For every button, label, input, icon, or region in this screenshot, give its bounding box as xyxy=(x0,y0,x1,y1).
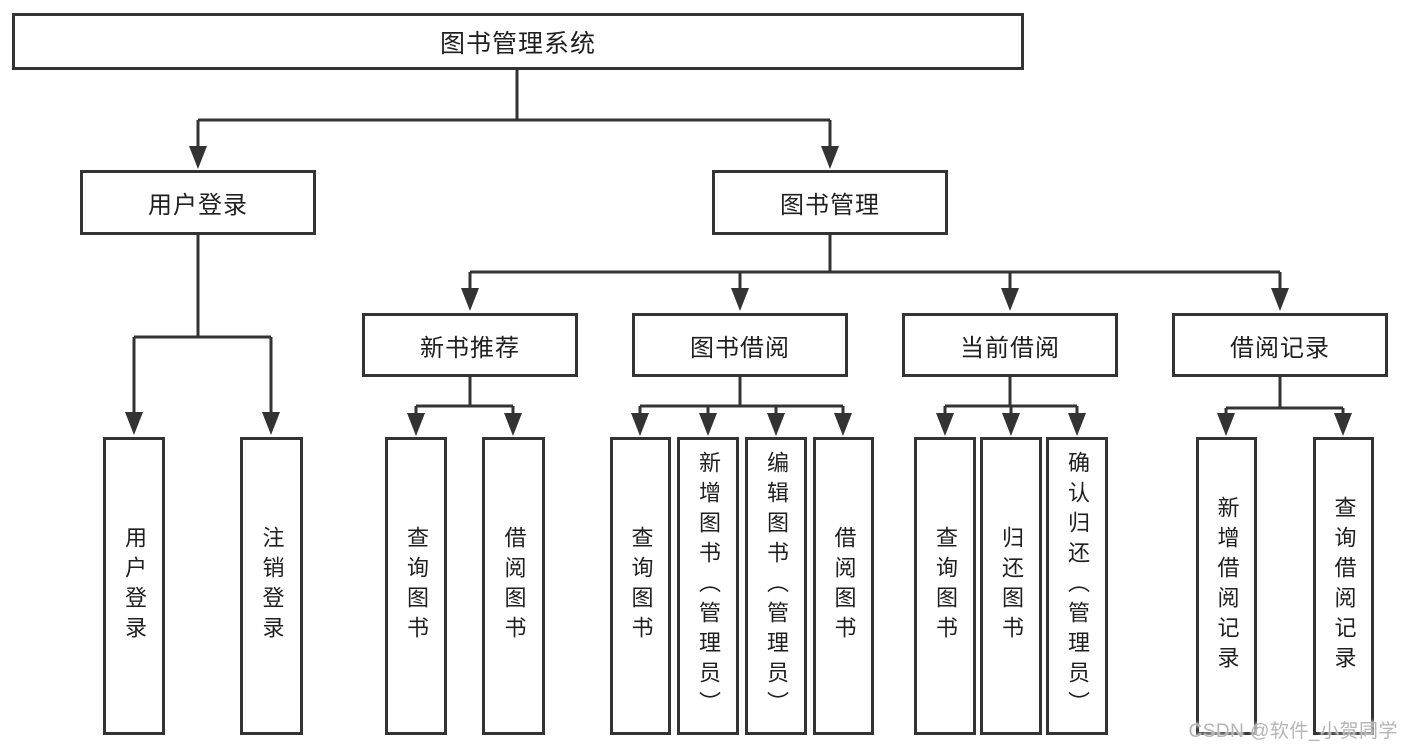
leaf-current-return-books: 归还图书 xyxy=(980,437,1042,735)
leaf-recommend-borrow-books: 借阅图书 xyxy=(482,437,545,735)
leaf-user-login-label: 用户登录 xyxy=(122,526,147,646)
node-borrowing-records: 借阅记录 xyxy=(1172,313,1388,377)
leaf-recommend-query-books-label: 查询图书 xyxy=(404,526,429,646)
leaf-logout-login: 注销登录 xyxy=(240,437,303,735)
node-borrowing-records-label: 借阅记录 xyxy=(1230,334,1330,362)
leaf-borrowing-query-books: 查询图书 xyxy=(610,437,671,735)
node-user-login-label: 用户登录 xyxy=(148,192,248,219)
leaf-current-return-books-label: 归还图书 xyxy=(999,526,1024,646)
node-user-login: 用户登录 xyxy=(80,170,316,235)
leaf-recommend-query-books: 查询图书 xyxy=(385,437,447,735)
leaf-borrowing-edit-books-admin: 编辑图书（管理员） xyxy=(745,437,807,735)
connector-arrowheads xyxy=(125,146,1352,436)
leaf-records-add-record-label: 新增借阅记录 xyxy=(1214,496,1240,676)
leaf-current-confirm-return-admin: 确认归还（管理员） xyxy=(1046,437,1108,735)
leaf-logout-login-label: 注销登录 xyxy=(259,526,285,646)
node-book-borrowing-label: 图书借阅 xyxy=(690,334,790,362)
leaf-borrowing-borrow-books-label: 借阅图书 xyxy=(831,526,857,646)
node-current-borrowing-label: 当前借阅 xyxy=(960,334,1060,362)
leaf-borrowing-query-books-label: 查询图书 xyxy=(628,526,654,646)
leaf-user-login: 用户登录 xyxy=(103,437,165,735)
leaf-current-query-books: 查询图书 xyxy=(914,437,976,735)
leaf-records-query-record: 查询借阅记录 xyxy=(1313,437,1374,735)
leaf-borrowing-borrow-books: 借阅图书 xyxy=(813,437,874,735)
leaf-current-query-books-label: 查询图书 xyxy=(933,526,958,646)
node-root-system: 图书管理系统 xyxy=(12,13,1024,70)
node-new-book-recommend: 新书推荐 xyxy=(362,313,578,377)
leaf-records-query-record-label: 查询借阅记录 xyxy=(1331,496,1357,676)
node-book-borrowing: 图书借阅 xyxy=(632,313,848,377)
node-root-system-label: 图书管理系统 xyxy=(439,29,596,58)
connector-paths xyxy=(132,70,1345,416)
node-book-management-label: 图书管理 xyxy=(780,192,880,219)
leaf-borrowing-edit-books-admin-label: 编辑图书（管理员） xyxy=(764,451,789,721)
leaf-borrowing-add-books-admin-label: 新增图书（管理员） xyxy=(696,451,721,721)
leaf-borrowing-add-books-admin: 新增图书（管理员） xyxy=(677,437,739,735)
leaf-records-add-record: 新增借阅记录 xyxy=(1196,437,1257,735)
node-book-management: 图书管理 xyxy=(712,170,948,235)
node-current-borrowing: 当前借阅 xyxy=(902,313,1118,377)
csdn-watermark: CSDN @软件_小贺同学 xyxy=(1188,721,1398,742)
leaf-current-confirm-return-admin-label: 确认归还（管理员） xyxy=(1065,451,1090,721)
leaf-recommend-borrow-books-label: 借阅图书 xyxy=(501,526,527,646)
node-new-book-recommend-label: 新书推荐 xyxy=(420,334,520,362)
